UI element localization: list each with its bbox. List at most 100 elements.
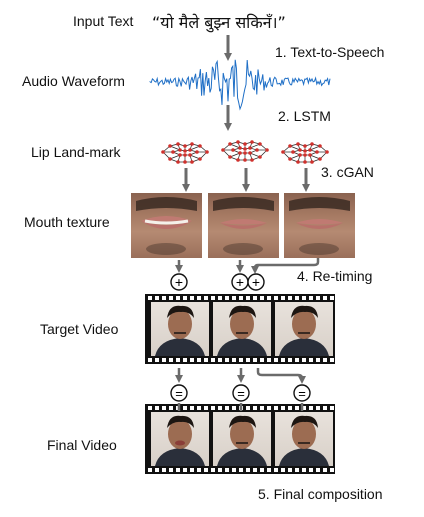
sprocket-hole (295, 468, 299, 472)
sprocket-hole (274, 406, 278, 410)
plus-circle-1: + (170, 273, 188, 291)
plus-symbol: + (236, 274, 244, 290)
plus-circle-2: + (231, 273, 249, 291)
input-text-label: Input Text (73, 13, 134, 29)
sprocket-hole (260, 406, 264, 410)
person-drawing (217, 415, 267, 466)
sprocket-hole (316, 358, 320, 362)
sprocket-hole (330, 358, 334, 362)
sprocket-hole (253, 358, 257, 362)
sprocket-hole (148, 358, 152, 362)
person-drawing (155, 305, 205, 356)
landmark-point (296, 142, 300, 146)
landmark-point (298, 148, 302, 152)
landmark-point (255, 148, 259, 152)
sprocket-hole (197, 406, 201, 410)
landmark-point (205, 150, 209, 154)
sprocket-hole (253, 406, 257, 410)
sprocket-hole (260, 296, 264, 300)
person-drawing (217, 305, 267, 356)
landmark-point (298, 153, 302, 157)
sprocket-hole (239, 296, 243, 300)
landmark-point (258, 155, 262, 159)
equals-circle-3: = (293, 384, 311, 402)
sprocket-hole (169, 468, 173, 472)
sprocket-hole (176, 296, 180, 300)
step-lstm: 2. LSTM (278, 108, 331, 124)
sprocket-hole (239, 358, 243, 362)
mouth-drawing-3 (289, 197, 350, 255)
mouth-texture-image-3 (284, 193, 355, 258)
landmark-point (250, 158, 254, 162)
plus-circle-3: + (247, 273, 265, 291)
sprocket-hole (190, 468, 194, 472)
sprocket-hole (232, 468, 236, 472)
sprocket-hole (274, 358, 278, 362)
sprocket-hole (197, 468, 201, 472)
sprocket-hole (162, 296, 166, 300)
sprocket-hole (176, 468, 180, 472)
landmark-point (303, 144, 307, 148)
sprocket-hole (155, 296, 159, 300)
sprocket-hole (176, 358, 180, 362)
landmark-point (265, 148, 269, 152)
sprocket-hole (323, 296, 327, 300)
equals-symbol: = (298, 386, 306, 401)
sprocket-hole (225, 468, 229, 472)
landmark-point (195, 150, 199, 154)
sprocket-hole (288, 406, 292, 410)
sprocket-hole (204, 296, 208, 300)
landmark-point (198, 157, 202, 161)
target-video-frame-3 (275, 302, 333, 356)
sprocket-hole (309, 296, 313, 300)
mouth-texture-image-1 (131, 193, 202, 258)
sprocket-hole (274, 296, 278, 300)
sprocket-hole (197, 358, 201, 362)
sprocket-hole (323, 358, 327, 362)
sprocket-hole (288, 296, 292, 300)
landmark-point (238, 151, 242, 155)
landmark-point (228, 155, 232, 159)
landmark-point (190, 160, 194, 164)
lip-landmark-label: Lip Land-mark (31, 144, 121, 160)
sprocket-hole (302, 296, 306, 300)
lip-landmark-1 (161, 142, 209, 164)
landmark-point (231, 148, 235, 152)
landmark-point (188, 148, 192, 152)
sprocket-hole (274, 468, 278, 472)
plus-symbol: + (252, 274, 260, 290)
landmark-point (250, 140, 254, 144)
landmark-point (176, 142, 180, 146)
landmark-point (236, 158, 240, 162)
landmark-point (228, 142, 232, 146)
landmark-point (248, 146, 252, 150)
sprocket-hole (267, 468, 271, 472)
landmark-point (161, 150, 165, 154)
sprocket-hole (225, 358, 229, 362)
sprocket-hole (281, 358, 285, 362)
sprocket-hole (239, 468, 243, 472)
sprocket-hole (316, 406, 320, 410)
sprocket-hole (218, 296, 222, 300)
target-video-frame-1 (151, 302, 209, 356)
landmark-point (236, 140, 240, 144)
step-final-composition: 5. Final composition (258, 486, 383, 502)
mouth-texture-label: Mouth texture (24, 214, 110, 230)
sprocket-hole (225, 296, 229, 300)
step-cgan: 3. cGAN (321, 164, 374, 180)
landmark-point (190, 142, 194, 146)
final-video-frame-1 (151, 412, 209, 466)
sprocket-hole (288, 358, 292, 362)
sprocket-hole (260, 358, 264, 362)
sprocket-hole (211, 406, 215, 410)
sprocket-hole (204, 468, 208, 472)
input-quote: “यो मैले बुझ्न सकिनँ।” (152, 13, 286, 32)
sprocket-hole (295, 406, 299, 410)
sprocket-hole (162, 358, 166, 362)
landmark-point (258, 142, 262, 146)
landmark-point (310, 160, 314, 164)
landmark-point (281, 150, 285, 154)
sprocket-hole (197, 296, 201, 300)
target-video-frame-2 (213, 302, 271, 356)
landmark-point (198, 144, 202, 148)
